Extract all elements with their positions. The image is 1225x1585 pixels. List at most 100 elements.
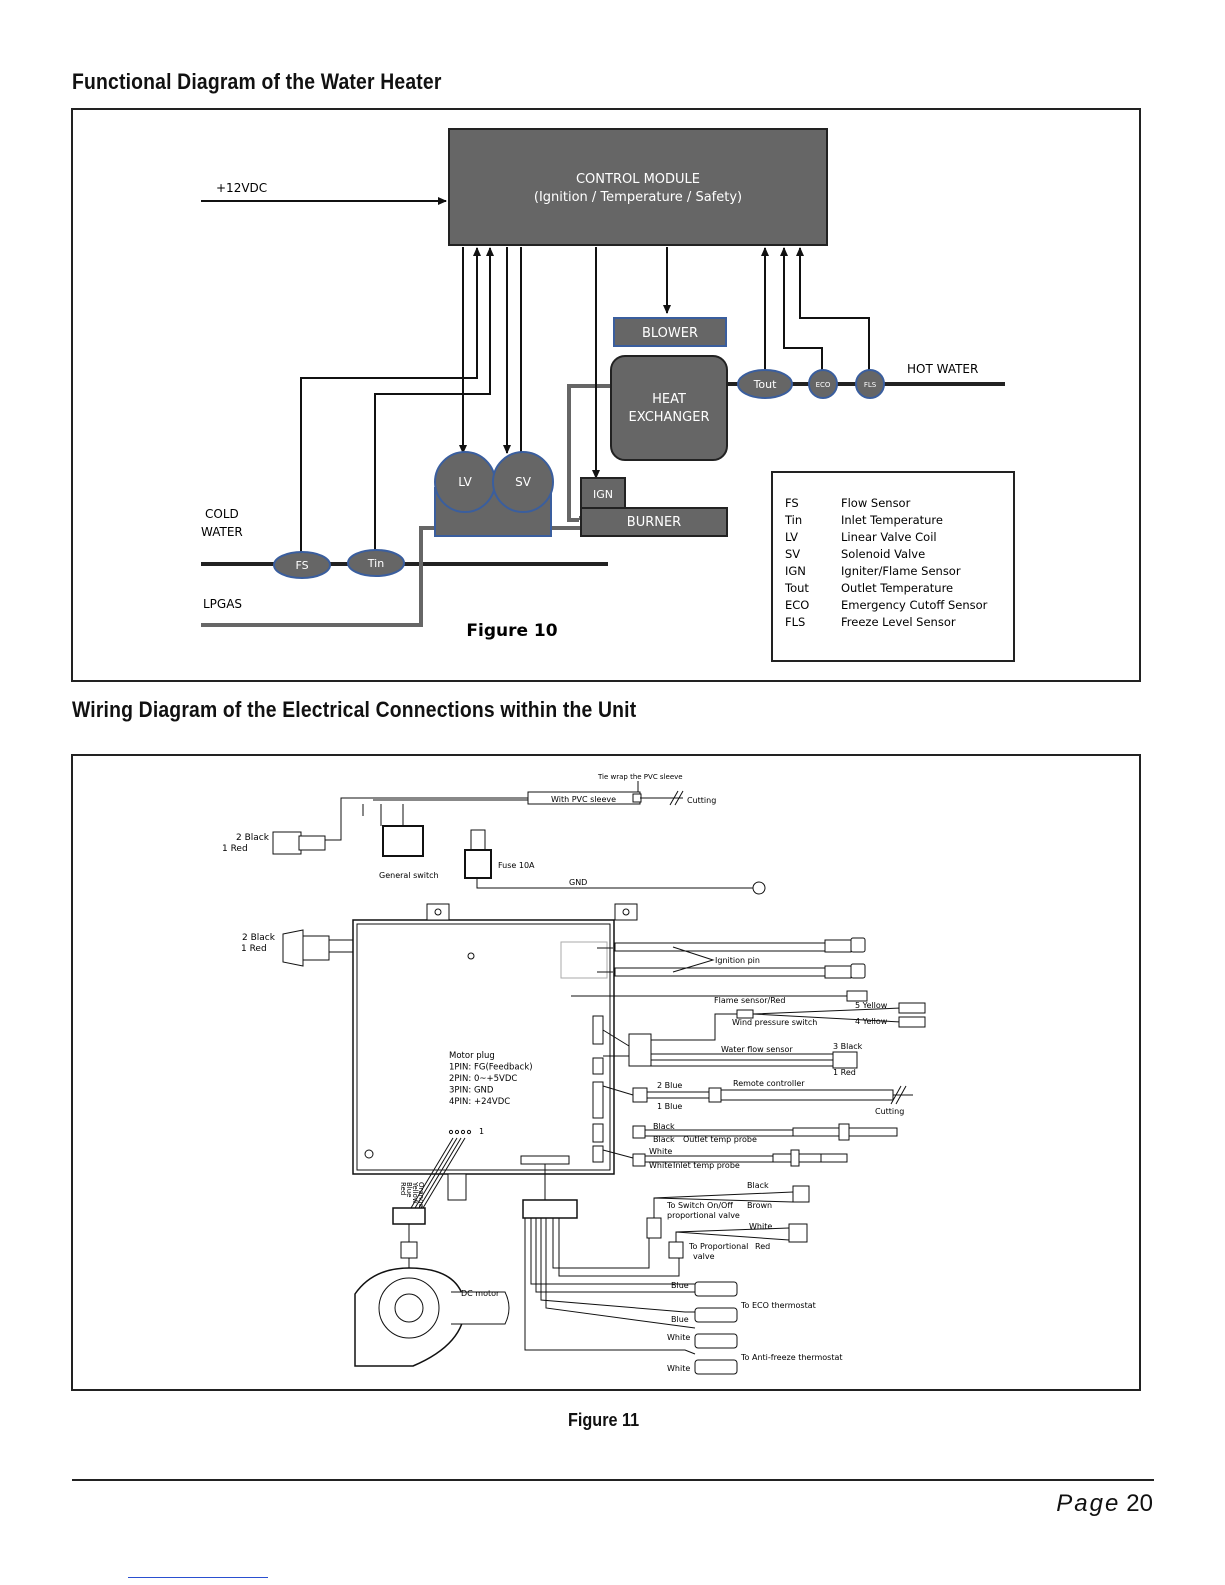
legend-code: LV: [785, 530, 798, 544]
section2-title: Wiring Diagram of the Electrical Connect…: [72, 697, 637, 722]
flame-sensor-label: Flame sensor/Red: [714, 996, 785, 1005]
motor-plug-line: 2PIN: 0~+5VDC: [449, 1074, 517, 1084]
blue1-label: 1 Blue: [657, 1102, 682, 1111]
gas-pipe-to-burner: [567, 384, 613, 522]
cutting-right-label: Cutting: [875, 1107, 904, 1116]
prop-valve-connector: [788, 1223, 808, 1243]
black-red-2a: 2 Black: [242, 933, 276, 943]
figure10-label: Figure 10: [466, 621, 557, 641]
legend-code: ECO: [785, 598, 809, 612]
tin-signal-line: [374, 247, 494, 562]
fs-signal-line: [300, 247, 481, 560]
motor-wire-label: Red: [399, 1182, 407, 1195]
remote-label: Remote controller: [733, 1079, 805, 1088]
motor-plug-line: 4PIN: +24VDC: [449, 1097, 510, 1107]
fuse-top: [470, 829, 486, 851]
heat-exchanger-box: [610, 355, 728, 461]
outlet-sleeve: [792, 1127, 840, 1137]
legend-code: Tin: [784, 513, 802, 527]
power-label: +12VDC: [216, 181, 267, 195]
general-switch-label: General switch: [379, 871, 439, 880]
blower-box: [613, 317, 727, 347]
dc-motor-body: [354, 1267, 466, 1367]
black-sw-label: Black: [747, 1181, 769, 1190]
switch-valve-joint: [646, 1217, 662, 1239]
legend-code: Tout: [784, 581, 809, 595]
motor-wires: [410, 1137, 466, 1209]
ignition-cable-1: [614, 942, 826, 952]
fuse-holder: [464, 849, 492, 879]
connector-1: [272, 831, 302, 855]
figure11-label: Figure 11: [568, 1410, 640, 1430]
legend-desc: Inlet Temperature: [841, 513, 943, 527]
black-red-2b: 1 Red: [241, 944, 267, 954]
motor-wire-label: Orange: [417, 1182, 425, 1208]
heat-exchanger-line2: EXCHANGER: [629, 410, 710, 425]
cutting-top-label: Cutting: [687, 796, 716, 805]
dc-motor-label: DC motor: [461, 1289, 500, 1298]
motor-wire-label: Yellow: [411, 1181, 419, 1204]
lv-label: LV: [458, 475, 472, 489]
board-hole: [364, 1149, 374, 1159]
yellow4-connector: [898, 1016, 926, 1028]
ignition-connector-1: [824, 939, 852, 953]
white-af-b: White: [667, 1364, 690, 1373]
motor-plug-line: 3PIN: GND: [449, 1086, 494, 1096]
burner-label: BURNER: [627, 515, 681, 530]
ign-box: [580, 477, 626, 509]
remote-connector: [632, 1087, 648, 1103]
control-board-inner: [356, 923, 611, 1171]
dc-motor-ring: [378, 1277, 440, 1339]
cold-water-line2: WATER: [201, 525, 243, 539]
white-b-label: White: [649, 1161, 672, 1170]
inlet-nut: [790, 1149, 800, 1167]
legend-desc: Outlet Temperature: [841, 581, 953, 595]
switch-wires: [362, 804, 404, 826]
motor-plug-line: 1PIN: FG(Feedback): [449, 1063, 533, 1073]
to-prop-a: To Proportional: [688, 1242, 748, 1251]
legend-desc: Freeze Level Sensor: [841, 615, 956, 629]
flame-sensor-connector: [846, 990, 868, 1002]
legend-code: IGN: [785, 564, 806, 578]
ignition-module: [560, 941, 608, 979]
yellow4-label: 4 Yellow: [855, 1017, 888, 1026]
tout-sensor: [737, 369, 793, 399]
mount-tab-2: [614, 903, 638, 921]
ignition-connector-2: [824, 965, 852, 979]
connector-1-plug: [298, 835, 326, 851]
legend-code: FLS: [785, 615, 805, 629]
black-red-1b: 1 Red: [222, 844, 248, 854]
legend-desc: Flow Sensor: [841, 496, 911, 510]
cold-water-line1: COLD: [205, 507, 239, 521]
prop-valve-wires: [675, 1227, 790, 1242]
gnd-ring: [752, 881, 766, 895]
to-antifreeze-label: To Anti-freeze thermostat: [740, 1353, 843, 1362]
fls-label: FLS: [864, 381, 877, 389]
wind-pressure-wires: [651, 1007, 902, 1041]
switch-valve-wires: [653, 1191, 794, 1218]
water-flow-connector: [832, 1051, 858, 1069]
fuse-label: Fuse 10A: [498, 861, 535, 870]
section1-title: Functional Diagram of the Water Heater: [72, 69, 442, 94]
black-b-label: Black: [653, 1135, 675, 1144]
ign-leads: [597, 947, 613, 973]
water-flow-wires: [651, 1053, 833, 1067]
to-switch-b: proportional valve: [667, 1211, 740, 1220]
inlet-probe: [820, 1153, 848, 1163]
white-pv-label: White: [749, 1222, 772, 1231]
figure11-frame: Tie wrap the PVC sleeve With PVC sleeve …: [71, 754, 1141, 1391]
red-pv-label: Red: [755, 1242, 770, 1251]
switch-valve-connector: [792, 1185, 810, 1203]
with-pvc-label: With PVC sleeve: [551, 795, 616, 804]
connector-2-plug: [302, 935, 330, 961]
cut-mark-2: [674, 790, 684, 806]
control-module-box: [448, 128, 828, 246]
fls-sensor: [855, 369, 885, 399]
black-red-1a: 2 Black: [236, 833, 270, 843]
legend-box: [771, 471, 1015, 662]
hot-water-label: HOT WATER: [907, 362, 978, 376]
red1-label: 1 Red: [833, 1068, 856, 1077]
